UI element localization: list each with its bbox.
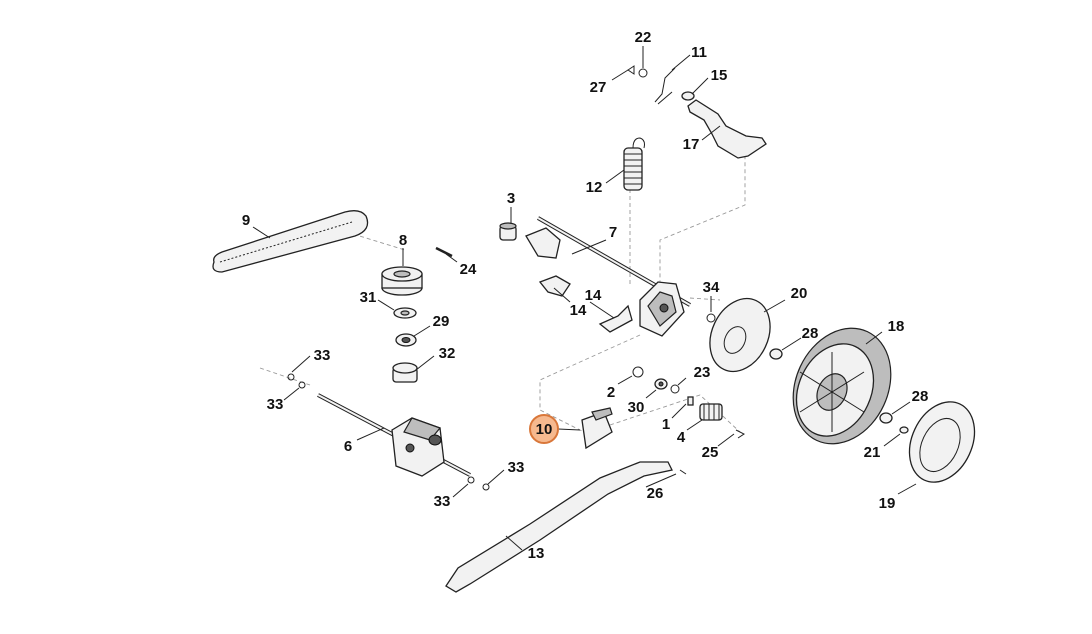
part-24-pin[interactable]: [435, 246, 453, 258]
label-18[interactable]: 18: [888, 318, 905, 335]
label-9[interactable]: 9: [242, 212, 250, 229]
label-23[interactable]: 23: [694, 364, 711, 381]
label-28-top[interactable]: 28: [802, 325, 819, 342]
label-15[interactable]: 15: [711, 67, 728, 84]
label-7[interactable]: 7: [609, 224, 617, 241]
part-26-clip[interactable]: [679, 469, 687, 475]
part-1-key[interactable]: [687, 396, 694, 406]
label-14-left[interactable]: 14: [570, 302, 587, 319]
part-17-rod[interactable]: [687, 99, 767, 159]
label-29[interactable]: 29: [433, 313, 450, 330]
part-34-washer[interactable]: [706, 313, 716, 323]
part-32-collar[interactable]: [392, 362, 418, 383]
part-2-washer[interactable]: [632, 366, 644, 378]
part-29-bearing[interactable]: [395, 333, 417, 347]
part-25-clip[interactable]: [735, 429, 745, 439]
part-10-plate[interactable]: [581, 407, 613, 450]
label-1[interactable]: 1: [662, 416, 670, 433]
label-17[interactable]: 17: [683, 136, 700, 153]
part-28-bearings[interactable]: [769, 348, 893, 424]
label-3[interactable]: 3: [507, 190, 515, 207]
label-26[interactable]: 26: [647, 485, 664, 502]
part-number-labels: 22 11 27 15 17 12 3 7 8 24 9 31 29 32 14…: [242, 29, 929, 562]
label-33-bottom[interactable]: 33: [434, 493, 451, 510]
label-13[interactable]: 13: [528, 545, 545, 562]
part-33-circlips[interactable]: [287, 373, 490, 491]
label-6[interactable]: 6: [344, 438, 352, 455]
label-19[interactable]: 19: [879, 495, 896, 512]
part-13-handle[interactable]: [445, 461, 673, 593]
label-30[interactable]: 30: [628, 399, 645, 416]
label-21[interactable]: 21: [864, 444, 881, 461]
part-15-nut[interactable]: [681, 91, 695, 101]
part-22-washer[interactable]: [638, 68, 648, 78]
label-27[interactable]: 27: [590, 79, 607, 96]
part-3-nut[interactable]: [499, 222, 517, 241]
label-12[interactable]: 12: [586, 179, 603, 196]
part-8-pulley[interactable]: [381, 266, 423, 296]
label-34[interactable]: 34: [703, 279, 720, 296]
label-31[interactable]: 31: [360, 289, 377, 306]
highlight-marker[interactable]: [529, 414, 559, 444]
part-7-axle[interactable]: [525, 216, 691, 337]
part-30-bearing[interactable]: [654, 378, 668, 390]
label-10[interactable]: 10: [536, 421, 553, 438]
label-33-right[interactable]: 33: [508, 459, 525, 476]
part-21-screw[interactable]: [899, 426, 909, 434]
part-9-drive-belt[interactable]: [212, 210, 369, 273]
label-2[interactable]: 2: [607, 384, 615, 401]
part-11-spring-lever[interactable]: [654, 67, 676, 105]
part-27-clip[interactable]: [627, 65, 635, 75]
label-25[interactable]: 25: [702, 444, 719, 461]
label-32[interactable]: 32: [439, 345, 456, 362]
assembly-guide-lines: [259, 111, 746, 441]
label-33-left[interactable]: 33: [267, 396, 284, 413]
part-12-spring[interactable]: [623, 137, 645, 191]
part-23-washer[interactable]: [670, 384, 680, 394]
part-20-hub-cap[interactable]: [699, 289, 782, 382]
label-20[interactable]: 20: [791, 285, 808, 302]
part-31-washer[interactable]: [393, 307, 417, 319]
part-6-gearbox-axle[interactable]: [317, 393, 471, 477]
label-24[interactable]: 24: [460, 261, 477, 278]
label-14-right[interactable]: 14: [585, 287, 602, 304]
label-11[interactable]: 11: [691, 44, 707, 61]
label-8[interactable]: 8: [399, 232, 407, 249]
label-4[interactable]: 4: [677, 429, 686, 446]
leader-lines: [252, 46, 917, 551]
part-4-pinion[interactable]: [699, 403, 723, 421]
part-14-brackets[interactable]: [538, 275, 633, 333]
label-22[interactable]: 22: [635, 29, 652, 46]
part-18-wheel[interactable]: [775, 312, 909, 460]
label-33-top[interactable]: 33: [314, 347, 331, 364]
label-28-bottom[interactable]: 28: [912, 388, 929, 405]
part-19-wheel-cover[interactable]: [897, 391, 987, 492]
